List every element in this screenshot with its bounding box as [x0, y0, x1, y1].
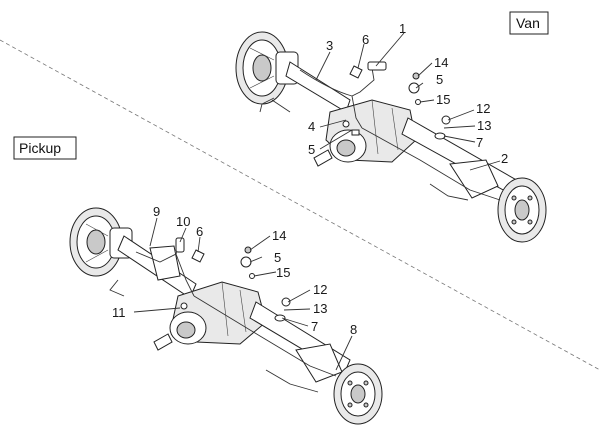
- section-divider: [0, 39, 600, 371]
- pickup-callout-7: 7: [311, 319, 318, 334]
- pickup-label-box: Pickup: [13, 136, 77, 160]
- van-callout-2: 2: [501, 151, 508, 166]
- van-differential-housing: [313, 99, 417, 167]
- pickup-differential-housing: [153, 281, 267, 351]
- pickup-callout-13: 13: [313, 301, 327, 316]
- van-callouts: 1 2 3 4 5 5 6 7 12 13 14 15: [308, 21, 508, 166]
- pickup-callout-15: 15: [276, 265, 290, 280]
- pickup-callout-12: 12: [313, 282, 327, 297]
- pickup-callout-8: 8: [350, 322, 357, 337]
- pickup-axle-assembly: [69, 207, 383, 425]
- van-callout-5: 5: [436, 72, 443, 87]
- pickup-right-brake-drum: [333, 363, 383, 425]
- van-axle-tube-left: [285, 61, 351, 113]
- van-callout-12: 12: [476, 101, 490, 116]
- van-callout-5b: 5: [308, 142, 315, 157]
- van-callout-15: 15: [436, 92, 450, 107]
- van-left-brake-drum: [235, 31, 299, 105]
- pickup-label: Pickup: [19, 140, 61, 156]
- pickup-callouts: 5 6 7 8 9 10 11 12 13 14 15: [112, 204, 357, 337]
- van-leader-lines: [315, 32, 501, 171]
- van-right-brake-drum: [497, 177, 547, 243]
- van-callout-4: 4: [308, 119, 315, 134]
- van-label: Van: [516, 15, 540, 31]
- pickup-callout-14: 14: [272, 228, 286, 243]
- van-label-box: Van: [509, 11, 549, 35]
- pickup-callout-6: 6: [196, 224, 203, 239]
- van-brake-line: [299, 63, 385, 97]
- pickup-leader-lines: [133, 217, 353, 371]
- van-callout-3: 3: [326, 38, 333, 53]
- van-axle-assembly: [235, 31, 547, 243]
- van-callout-6: 6: [362, 32, 369, 47]
- pickup-callout-10: 10: [176, 214, 190, 229]
- van-callout-7: 7: [476, 135, 483, 150]
- van-callout-13: 13: [477, 118, 491, 133]
- pickup-callout-9: 9: [153, 204, 160, 219]
- van-callout-1: 1: [399, 21, 406, 36]
- pickup-callout-5: 5: [274, 250, 281, 265]
- pickup-callout-11: 11: [112, 305, 126, 320]
- van-callout-14: 14: [434, 55, 448, 70]
